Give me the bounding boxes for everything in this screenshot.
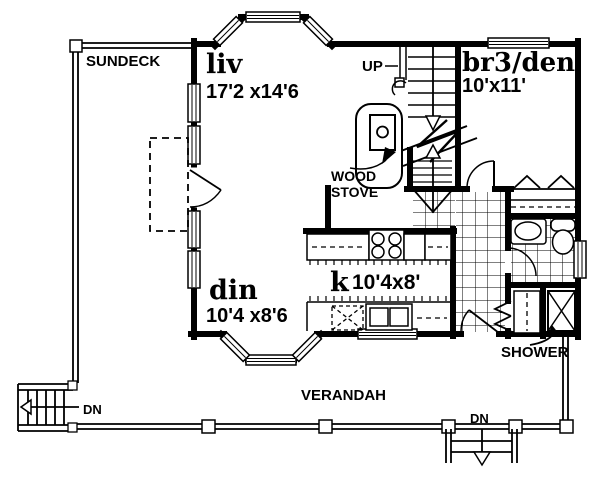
bifold-doors	[513, 174, 575, 189]
labels: SUNDECK liv 17'2 x14'6 UP br3/den 10'x11…	[83, 48, 575, 426]
living-dims: 17'2 x14'6	[206, 81, 299, 103]
step-right-rail	[511, 429, 518, 463]
bay-top-window	[245, 11, 301, 23]
toilet-bowl	[551, 229, 575, 255]
toilet-tank	[550, 218, 576, 232]
sundeck-door-leaf	[189, 169, 222, 191]
dn-bottom-arrowhead	[472, 451, 492, 467]
br3-closet	[511, 174, 577, 208]
railings	[72, 42, 569, 430]
bathroom-door-swing	[507, 247, 537, 277]
bay-top-window-glazing	[247, 15, 299, 19]
counter-ticks-top	[309, 260, 447, 265]
range-burners	[371, 232, 402, 259]
upper-treads	[408, 56, 455, 118]
dn-bottom-label: DN	[470, 411, 489, 426]
dining-dims: 10'4 x8'6	[206, 305, 288, 327]
entry-door-leaf	[468, 309, 500, 334]
sundeck-door	[189, 169, 222, 208]
woodstove-label-2: STOVE	[331, 184, 378, 200]
bay-topright-window	[302, 15, 334, 47]
rail-joint	[67, 422, 78, 433]
woodstove-label-1: WOOD	[331, 168, 376, 184]
br3-window	[487, 37, 550, 49]
arrowhead-down	[424, 115, 442, 132]
din-window-1	[187, 210, 201, 249]
bay-bottom-window	[245, 354, 297, 366]
dining-label: din	[209, 275, 258, 306]
kitchen-dims: 10'4x8'	[352, 271, 420, 294]
counter-ticks-bottom	[309, 296, 447, 301]
kitchen-label: k	[330, 267, 350, 298]
sink-basin-right	[389, 307, 409, 327]
bathroom-fixtures	[507, 218, 576, 277]
wood-stove	[349, 103, 403, 189]
bed3-dims: 10'x11'	[462, 75, 526, 97]
counter-top-mid	[403, 233, 426, 261]
shower-x	[547, 290, 576, 332]
break-zigzag	[416, 119, 460, 163]
post	[559, 419, 574, 434]
bay-topleft-window	[212, 15, 244, 47]
stair-rails	[399, 47, 407, 80]
br3-door	[466, 160, 495, 189]
sink-basin-left	[369, 307, 389, 327]
sundeck-label: SUNDECK	[86, 53, 160, 70]
sundeck-left-railing	[72, 49, 79, 383]
dn-left-label: DN	[83, 402, 102, 417]
linen-closet	[492, 290, 541, 334]
bathroom-window-glazing	[577, 242, 583, 277]
entry-door-swing	[460, 309, 470, 334]
liv-window-1	[187, 83, 201, 123]
bed3-label: br3/den	[462, 48, 575, 78]
dn-left-arrowhead	[19, 398, 32, 416]
bathroom-window	[573, 240, 587, 279]
din-window-2	[187, 250, 201, 289]
verandah-label: VERANDAH	[301, 387, 386, 404]
stove-leader-arrowhead	[382, 147, 396, 164]
sink-basin	[514, 221, 542, 241]
rail-curl	[391, 80, 407, 96]
main-stairs	[391, 47, 478, 214]
shower-label: SHOWER	[501, 344, 569, 361]
sundeck-top-railing	[82, 42, 192, 49]
living-label: liv	[206, 49, 244, 80]
post	[508, 419, 523, 434]
rail-joint	[67, 380, 78, 391]
step-left-rail	[445, 429, 452, 463]
entry-door	[460, 309, 500, 334]
bay-bottomleft-window	[219, 331, 251, 363]
liv-window-2	[187, 125, 201, 165]
bay-bottomright-window	[291, 331, 323, 363]
down-arrow-v	[412, 188, 454, 214]
kitchen-fixtures	[306, 229, 452, 331]
verandah-right-railing	[562, 337, 569, 424]
post	[69, 39, 83, 53]
br3-window-glazing	[489, 41, 548, 45]
post	[201, 419, 216, 434]
shower-leader-arrowhead	[547, 325, 559, 337]
sundeck-dashed-outline	[149, 137, 189, 232]
future-appliance	[331, 305, 364, 331]
stove-flue	[376, 125, 389, 139]
counter-bottom-edge	[306, 301, 451, 331]
left-window-glazing	[191, 85, 197, 287]
post	[441, 419, 456, 434]
hall-bifold-doors	[492, 300, 512, 332]
shower	[529, 290, 576, 346]
up-label: UP	[362, 58, 383, 75]
liv-door-opening	[190, 167, 198, 208]
post	[318, 419, 333, 434]
sundeck-door-swing	[189, 189, 222, 208]
windows	[187, 11, 587, 366]
kitchen-window-glazing	[359, 332, 416, 336]
door-swing	[466, 160, 495, 189]
bay-bottom-window-glazing	[247, 358, 295, 362]
